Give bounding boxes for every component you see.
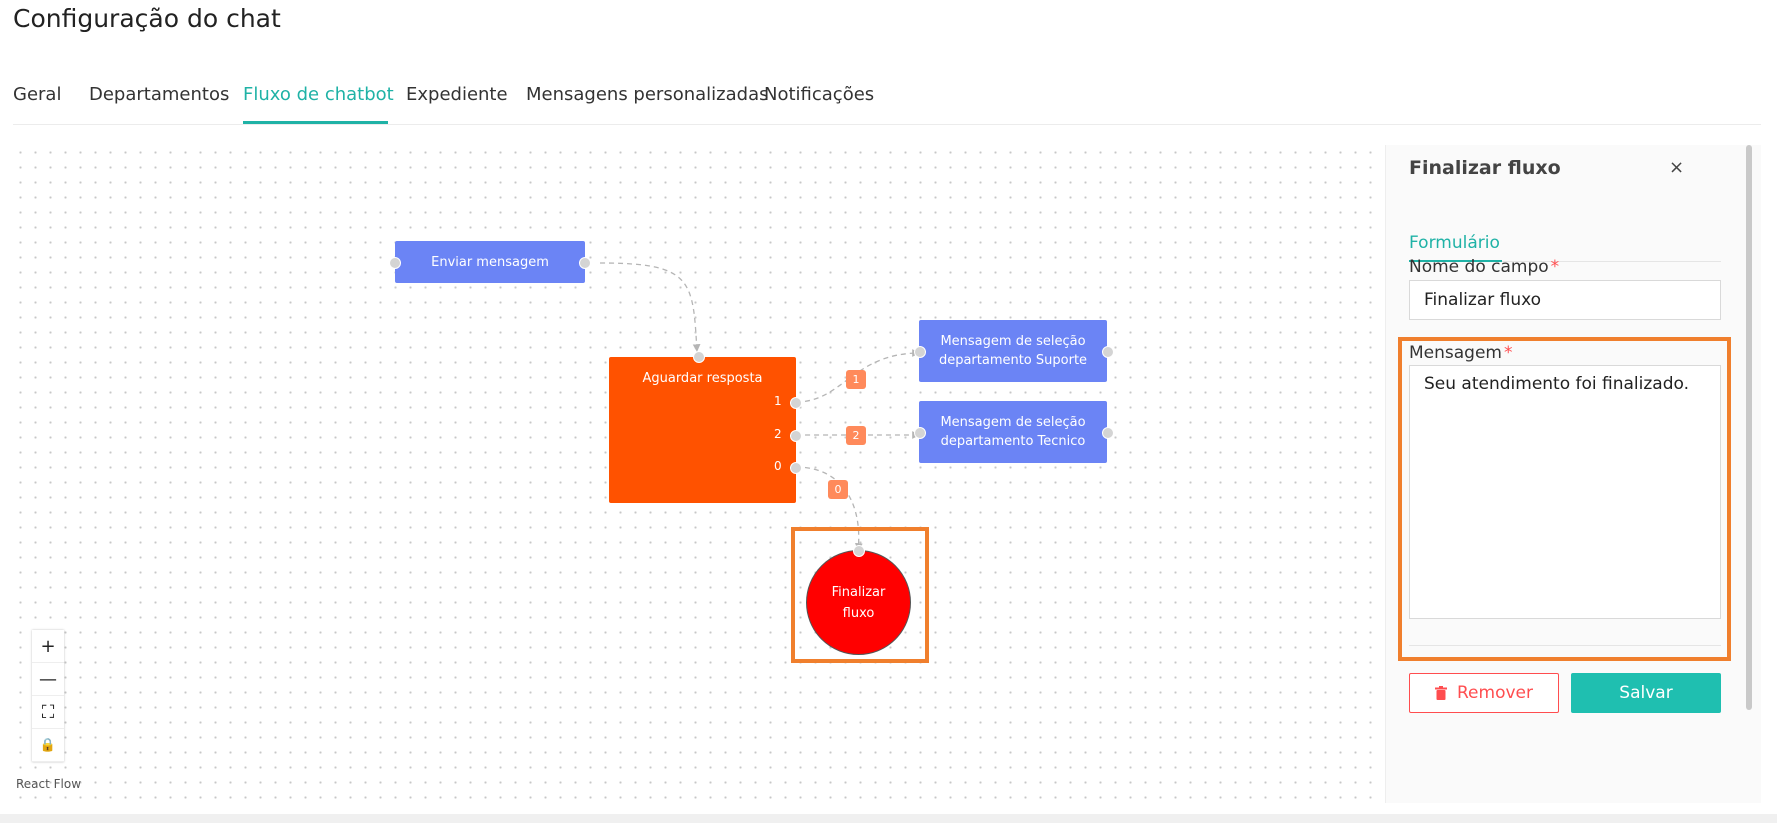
node-title: Aguardar resposta (642, 371, 763, 386)
node-enviar-mensagem[interactable]: Enviar mensagem (395, 241, 585, 283)
tab-fluxo-de-chatbot[interactable]: Fluxo de chatbot (243, 84, 394, 105)
required-mark: * (1550, 257, 1560, 277)
tab-mensagens-personalizadas[interactable]: Mensagens personalizadas (526, 84, 769, 105)
remove-label: Remover (1457, 683, 1533, 703)
selection-highlight (1398, 337, 1731, 661)
react-flow-attribution[interactable]: React Flow (16, 777, 82, 791)
required-mark: * (1504, 343, 1513, 363)
edge-label[interactable]: 2 (846, 426, 866, 445)
trash-icon (1435, 686, 1447, 700)
fit-view-button[interactable]: ⛶ (32, 696, 64, 729)
node-input-handle[interactable] (914, 346, 926, 358)
port-handle-0[interactable] (790, 462, 802, 474)
node-line: departamento Tecnico (940, 434, 1086, 449)
panel-scrollbar[interactable] (1746, 145, 1752, 710)
tab-expediente[interactable]: Expediente (406, 84, 508, 105)
lock-button[interactable]: 🔒 (32, 729, 64, 762)
zoom-in-button[interactable]: + (32, 630, 64, 663)
zoom-out-button[interactable]: — (32, 663, 64, 696)
tab-notificacoes[interactable]: Notificações (764, 84, 875, 105)
field-name-label: Nome do campo* (1409, 257, 1559, 277)
edge-label[interactable]: 1 (846, 370, 866, 389)
node-line: Mensagem de seleção (940, 334, 1086, 349)
label-text: Nome do campo (1409, 257, 1549, 277)
tab-formulario[interactable]: Formulário (1409, 233, 1500, 253)
tab-departamentos[interactable]: Departamentos (89, 84, 230, 105)
edge-label[interactable]: 0 (828, 480, 848, 499)
page-title: Configuração do chat (13, 4, 281, 33)
message-label: Mensagem* (1409, 343, 1513, 363)
save-button[interactable]: Salvar (1571, 673, 1721, 713)
page-bottom-bar (0, 814, 1777, 823)
flow-controls: + — ⛶ 🔒 (32, 630, 64, 762)
field-name-input[interactable] (1409, 280, 1721, 320)
node-settings-panel: Finalizar fluxo × Formulário Nome do cam… (1385, 145, 1761, 803)
flow-canvas[interactable]: Enviar mensagem Aguardar resposta 1 2 0 … (13, 145, 1383, 803)
panel-title: Finalizar fluxo (1409, 157, 1561, 179)
port-label: 1 (774, 394, 782, 408)
node-output-handle[interactable] (1102, 427, 1114, 439)
node-mensagem-tecnico[interactable]: Mensagem de seleção departamento Tecnico (919, 401, 1107, 463)
port-label: 0 (774, 459, 782, 473)
port-handle-1[interactable] (790, 397, 802, 409)
node-line: departamento Suporte (938, 353, 1088, 368)
edge-send-to-wait (599, 262, 701, 353)
tab-divider (1409, 261, 1721, 262)
node-input-handle[interactable] (389, 257, 401, 269)
node-line: Finalizar (831, 584, 886, 600)
node-input-handle[interactable] (693, 351, 705, 363)
selection-highlight (791, 527, 929, 663)
remove-button[interactable]: Remover (1409, 673, 1559, 713)
active-tab-indicator (243, 121, 388, 124)
panel-divider (1409, 645, 1721, 646)
node-line: Mensagem de seleção (940, 415, 1086, 430)
node-aguardar-resposta[interactable]: Aguardar resposta (609, 357, 796, 503)
node-output-handle[interactable] (579, 257, 591, 269)
port-label: 2 (774, 427, 782, 441)
node-input-handle[interactable] (914, 427, 926, 439)
node-output-handle[interactable] (1102, 346, 1114, 358)
node-line: fluxo (842, 605, 875, 621)
tab-bar: Geral Departamentos Fluxo de chatbot Exp… (13, 84, 1761, 125)
tab-geral[interactable]: Geral (13, 84, 62, 105)
node-label: Finalizar fluxo (832, 582, 886, 624)
node-input-handle[interactable] (853, 545, 865, 557)
port-handle-2[interactable] (790, 430, 802, 442)
active-tab-indicator (1409, 260, 1502, 262)
close-icon[interactable]: × (1669, 157, 1685, 178)
node-mensagem-suporte[interactable]: Mensagem de seleção departamento Suporte (919, 320, 1107, 382)
label-text: Mensagem (1409, 343, 1502, 363)
message-textarea[interactable]: Seu atendimento foi finalizado. (1409, 365, 1721, 619)
